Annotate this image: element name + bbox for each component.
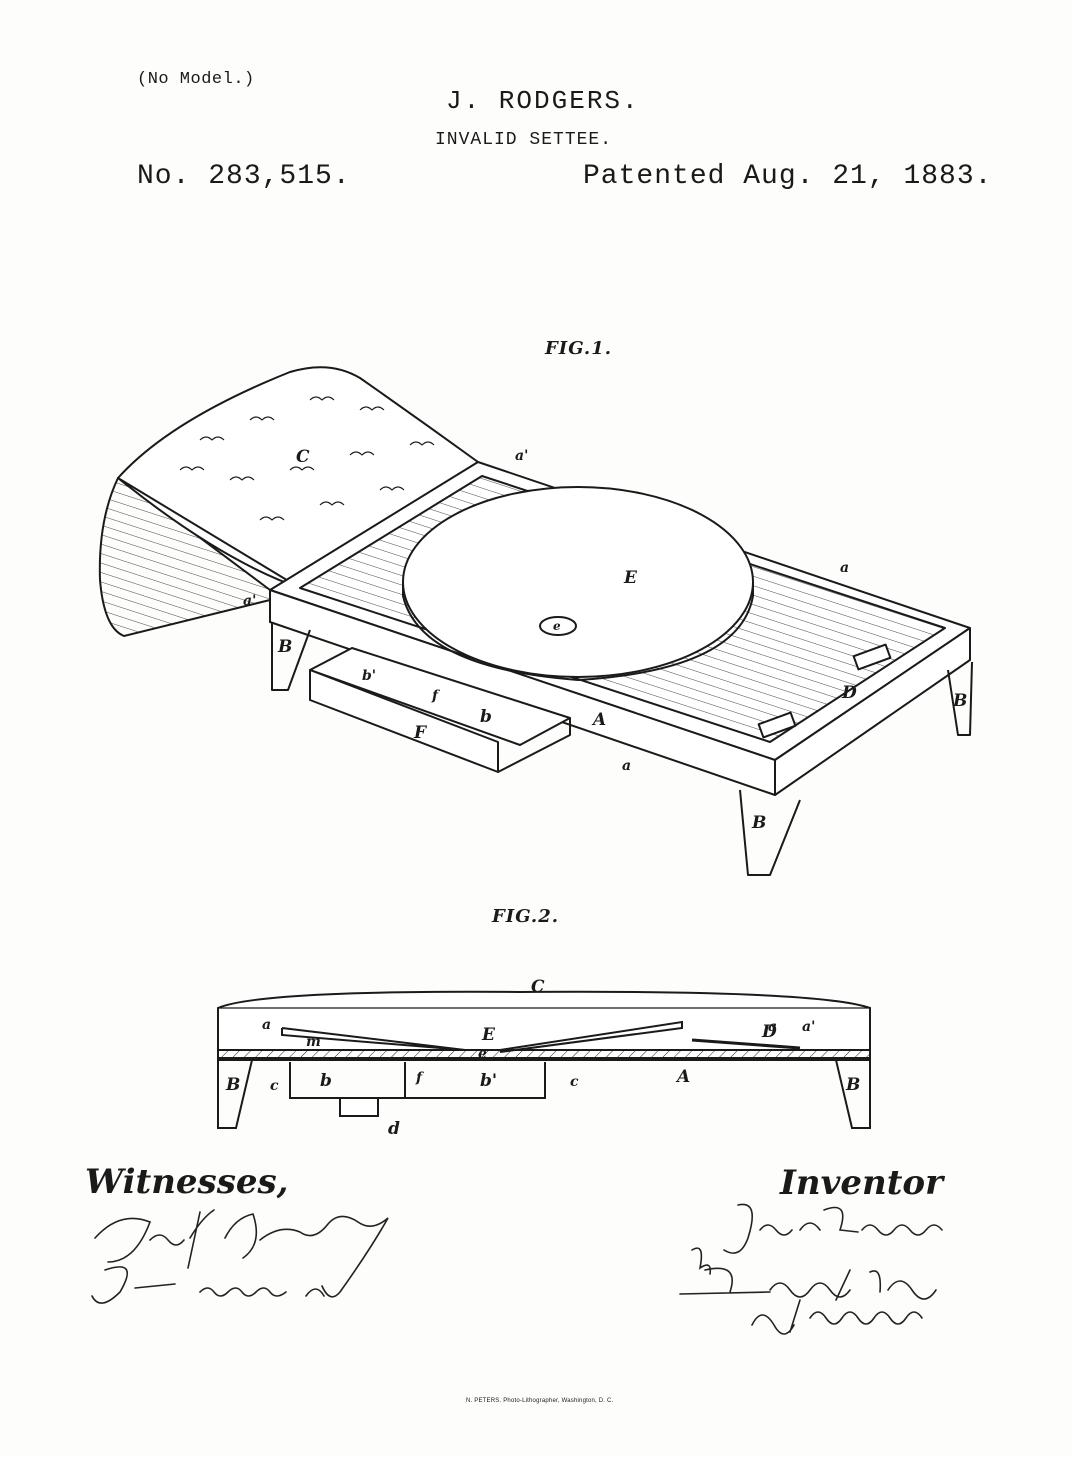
fig2-ref-b-left: B	[225, 1075, 240, 1095]
invention-title: INVALID SETTEE.	[435, 130, 613, 150]
fig1-ref-a-cap: A	[591, 710, 606, 730]
inventor-heading: Inventor	[780, 1163, 944, 1203]
fig2-ref-c-right: c	[570, 1074, 579, 1090]
fig2-ref-d-small: d	[388, 1119, 400, 1139]
fig1-ref-e-small: e	[553, 619, 561, 633]
witness-2-signature	[91, 1266, 325, 1304]
attorney-signature	[679, 1267, 937, 1301]
fig1-label: FIG.1.	[545, 338, 612, 359]
fig1-ref-b-right: B	[952, 691, 967, 711]
fig2-ref-a-r1: a	[768, 1019, 777, 1035]
fig1-ref-b-left: B	[277, 637, 292, 657]
inventor-name-header: J. RODGERS.	[446, 86, 640, 116]
fig2-ref-f-small: f	[415, 1070, 425, 1086]
fig2-ref-b-small: b	[320, 1071, 332, 1091]
fig1-ref-a-prime-top: a'	[515, 448, 528, 464]
fig2-ref-e-small: e	[478, 1046, 487, 1062]
printer-credit: N. PETERS. Photo-Lithographer, Washingto…	[466, 1398, 614, 1404]
fig2-ref-a-r2: a'	[802, 1019, 815, 1035]
fig1-ref-b-bottom: B	[751, 813, 766, 833]
fig2-ref-c-left: c	[270, 1078, 279, 1094]
fig1-ref-a-bottom: a	[622, 758, 631, 774]
patent-date: Patented Aug. 21, 1883.	[583, 161, 993, 192]
fig1-ref-f-lower: f	[431, 688, 441, 704]
fig2-ref-b-prime: b'	[480, 1071, 497, 1091]
inventor-signature	[723, 1203, 943, 1254]
fig1-ref-f-cap: F	[413, 723, 428, 743]
fig1-ref-c: C	[296, 447, 310, 467]
fig2-ref-c: C	[531, 977, 545, 997]
witnesses-heading: Witnesses,	[85, 1162, 289, 1202]
fig1-ref-d: D	[841, 683, 857, 703]
by-signature	[691, 1247, 712, 1275]
fig1-ref-b-lower: b	[480, 707, 492, 727]
no-model-note: (No Model.)	[137, 70, 255, 89]
fig1-ref-a-right: a	[840, 560, 849, 576]
patent-number: No. 283,515.	[137, 161, 351, 192]
attorneys-label-signature	[751, 1299, 923, 1335]
fig1-ref-b-prime: b'	[362, 668, 376, 684]
fig2-ref-e-cap: E	[481, 1025, 496, 1045]
fig2-ref-m: m	[306, 1034, 321, 1050]
fig2-ref-b-right: B	[845, 1075, 860, 1095]
fig2-ref-a-cap: A	[675, 1067, 690, 1087]
witness-1-signature	[94, 1209, 389, 1298]
fig2-ref-a-left: a	[262, 1017, 271, 1033]
fig2-drawing	[217, 990, 871, 1129]
fig1-ref-e-big: E	[623, 568, 638, 588]
fig2-label: FIG.2.	[492, 906, 559, 927]
fig2-ref-d-cap: D	[761, 1022, 777, 1042]
fig1-ref-a-prime-left: a'	[243, 593, 256, 609]
